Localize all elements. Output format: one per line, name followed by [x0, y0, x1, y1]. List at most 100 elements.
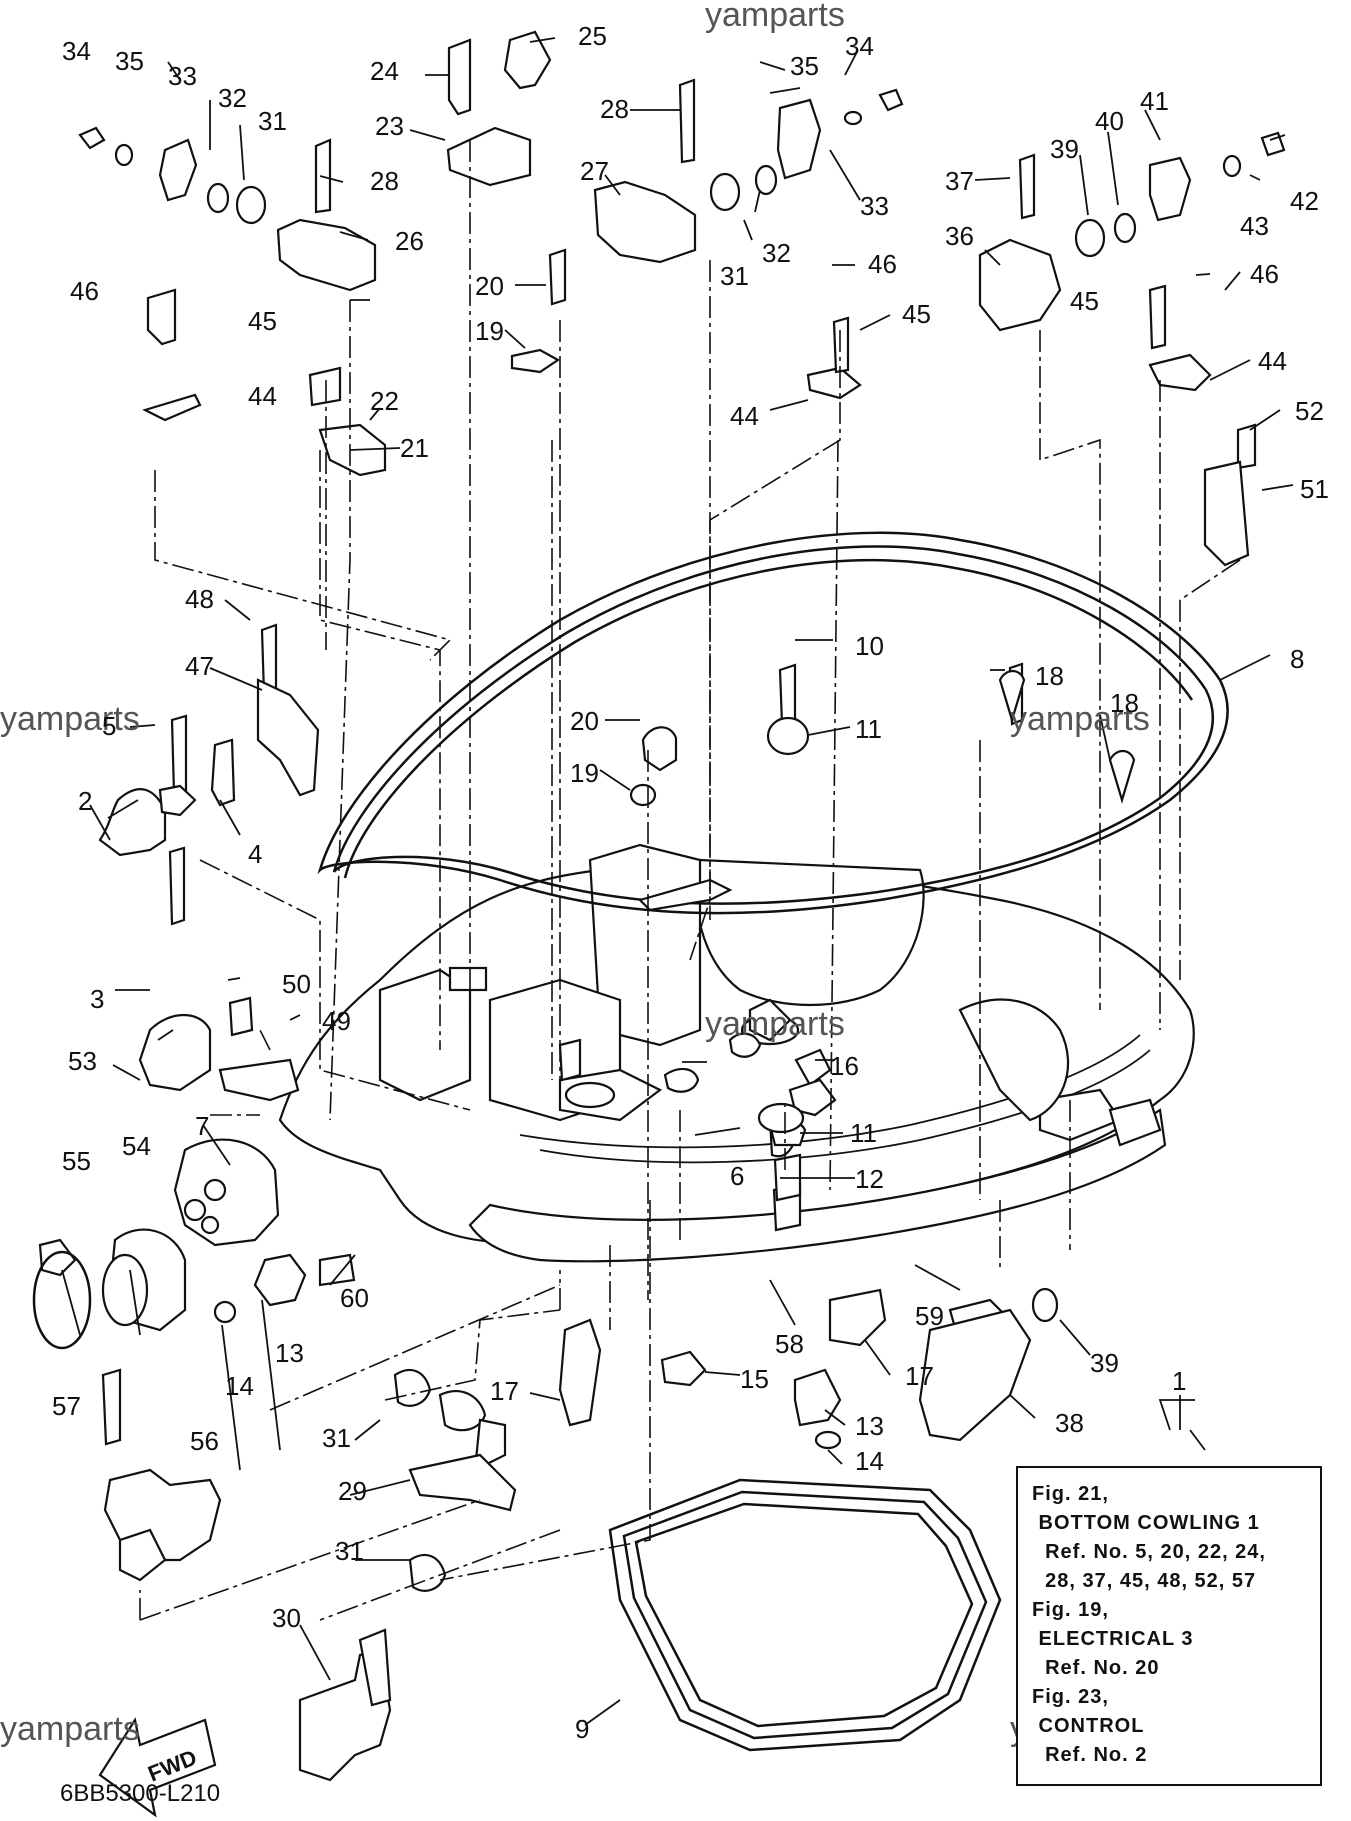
callout-42: 42 [1290, 186, 1319, 216]
callout-31: 31 [258, 106, 287, 136]
leader-lines [61, 37, 1294, 1726]
watermark: yamparts [0, 1710, 140, 1748]
callout-54: 54 [122, 1131, 151, 1161]
callout-45: 45 [1070, 286, 1099, 316]
note-line: Fig. 19, [1032, 1599, 1109, 1621]
note-line: Ref. No. 20 [1032, 1657, 1160, 1679]
note-line: Ref. No. 2 [1032, 1744, 1148, 1766]
callout-34: 34 [845, 31, 874, 61]
callout-48: 48 [185, 584, 214, 614]
note-line: Fig. 21, [1032, 1483, 1109, 1505]
callout-59: 59 [915, 1301, 944, 1331]
callout-58: 58 [775, 1329, 804, 1359]
note-line: CONTROL [1032, 1715, 1145, 1737]
callout-10: 10 [855, 631, 884, 661]
callout-2: 2 [78, 786, 92, 816]
callout-50: 50 [282, 969, 311, 999]
callout-31: 31 [720, 261, 749, 291]
callout-24: 24 [370, 56, 399, 86]
callout-36: 36 [945, 221, 974, 251]
callout-32: 32 [762, 238, 791, 268]
watermark: yamparts [705, 1005, 845, 1043]
callout-46: 46 [70, 276, 99, 306]
reference-note-box: Fig. 21, BOTTOM COWLING 1 Ref. No. 5, 20… [1016, 1466, 1322, 1786]
callout-17: 17 [905, 1361, 934, 1391]
callout-46: 46 [1250, 259, 1279, 289]
callout-53: 53 [68, 1046, 97, 1076]
assembly-lines [139, 140, 1241, 1621]
callout-18: 18 [1035, 661, 1064, 691]
callout-52: 52 [1295, 396, 1324, 426]
callout-6: 6 [730, 1161, 744, 1191]
callout-19: 19 [475, 316, 504, 346]
callout-44: 44 [1258, 346, 1287, 376]
callout-13: 13 [855, 1411, 884, 1441]
callout-39: 39 [1050, 134, 1079, 164]
callout-31: 31 [322, 1423, 351, 1453]
callout-43: 43 [1240, 211, 1269, 241]
callout-51: 51 [1300, 474, 1329, 504]
callout-27: 27 [580, 156, 609, 186]
callout-60: 60 [340, 1283, 369, 1313]
callout-11: 11 [850, 1118, 877, 1148]
callout-39: 39 [1090, 1348, 1119, 1378]
callout-45: 45 [902, 299, 931, 329]
callout-29: 29 [338, 1476, 367, 1506]
callout-56: 56 [190, 1426, 219, 1456]
callout-21: 21 [400, 433, 429, 463]
callout-33: 33 [860, 191, 889, 221]
callout-33: 33 [168, 61, 197, 91]
small-parts [32, 30, 1286, 1782]
callout-9: 9 [575, 1714, 589, 1744]
callout-19: 19 [570, 758, 599, 788]
callout-4: 4 [248, 839, 262, 869]
callout-32: 32 [218, 83, 247, 113]
note-line: Ref. No. 5, 20, 22, 24, [1032, 1541, 1266, 1563]
callout-13: 13 [275, 1338, 304, 1368]
callout-numbers: 34 35 33 32 31 28 26 46 45 44 22 21 24 2… [52, 21, 1329, 1744]
callout-57: 57 [52, 1391, 81, 1421]
callout-46: 46 [868, 249, 897, 279]
callout-47: 47 [185, 651, 214, 681]
note-line: BOTTOM COWLING 1 [1032, 1512, 1260, 1534]
top-seal-ring [317, 531, 1229, 992]
callout-55: 55 [62, 1146, 91, 1176]
note-line: Fig. 23, [1032, 1686, 1109, 1708]
callout-16: 16 [830, 1051, 859, 1081]
note-line: ELECTRICAL 3 [1032, 1628, 1194, 1650]
callout-20: 20 [570, 706, 599, 736]
callout-20: 20 [475, 271, 504, 301]
callout-49: 49 [322, 1006, 351, 1036]
watermark: yamparts [0, 700, 140, 738]
diagram-code: 6BB5300-L210 [60, 1780, 220, 1807]
callout-12: 12 [855, 1164, 884, 1194]
callout-3: 3 [90, 984, 104, 1014]
callout-45: 45 [248, 306, 277, 336]
callout-1: 1 [1172, 1366, 1186, 1396]
callout-35: 35 [115, 46, 144, 76]
watermark: yamparts [705, 0, 845, 34]
callout-7: 7 [195, 1111, 209, 1141]
callout-8: 8 [1290, 644, 1304, 674]
callout-15: 15 [740, 1364, 769, 1394]
callout-17: 17 [490, 1376, 519, 1406]
callout-37: 37 [945, 166, 974, 196]
callout-18: 18 [1110, 688, 1139, 718]
callout-22: 22 [370, 386, 399, 416]
callout-30: 30 [272, 1603, 301, 1633]
callout-11: 11 [855, 714, 882, 744]
callout-28: 28 [370, 166, 399, 196]
callout-41: 41 [1140, 86, 1169, 116]
callout-40: 40 [1095, 106, 1124, 136]
watermark: yamparts [1010, 700, 1150, 738]
callout-14: 14 [225, 1371, 254, 1401]
callout-28: 28 [600, 94, 629, 124]
callout-14: 14 [855, 1446, 884, 1476]
note-line: 28, 37, 45, 48, 52, 57 [1032, 1570, 1257, 1592]
callout-26: 26 [395, 226, 424, 256]
callout-34: 34 [62, 36, 91, 66]
callout-5: 5 [102, 711, 116, 741]
callout-38: 38 [1055, 1408, 1084, 1438]
callout-35: 35 [790, 51, 819, 81]
callout-23: 23 [375, 111, 404, 141]
